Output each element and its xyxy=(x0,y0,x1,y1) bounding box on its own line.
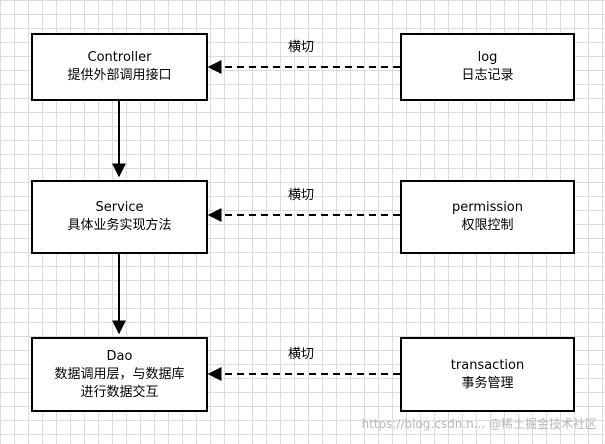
edge-label-log-controller: 横切 xyxy=(288,40,315,55)
node-dao-title: Dao xyxy=(106,348,133,364)
node-permission-title: permission xyxy=(452,200,523,215)
node-log: log 日志记录 xyxy=(400,33,575,101)
node-permission-desc: 权限控制 xyxy=(461,218,514,233)
node-service-desc: 具体业务实现方法 xyxy=(67,218,172,233)
node-transaction: transaction 事务管理 xyxy=(400,337,575,412)
node-log-desc: 日志记录 xyxy=(461,68,514,83)
node-transaction-title: transaction xyxy=(450,357,525,373)
node-controller-desc: 提供外部调用接口 xyxy=(67,68,172,83)
node-dao: Dao 数据调用层，与数据库 进行数据交互 xyxy=(31,337,208,412)
node-controller: Controller 提供外部调用接口 xyxy=(31,33,208,101)
edge-label-transaction-dao: 横切 xyxy=(288,347,315,362)
node-dao-desc-line2: 进行数据交互 xyxy=(80,384,159,400)
node-service: Service 具体业务实现方法 xyxy=(31,180,208,254)
node-permission: permission 权限控制 xyxy=(400,180,575,254)
node-transaction-desc: 事务管理 xyxy=(461,375,514,391)
node-dao-desc-line1: 数据调用层，与数据库 xyxy=(54,366,185,382)
node-service-title: Service xyxy=(95,200,144,215)
node-controller-title: Controller xyxy=(87,50,152,65)
edge-label-permission-service: 横切 xyxy=(288,188,315,203)
watermark-text: https://blog.csdn.n... @稀土掘金技术社区 xyxy=(361,417,598,431)
node-log-title: log xyxy=(477,50,498,65)
